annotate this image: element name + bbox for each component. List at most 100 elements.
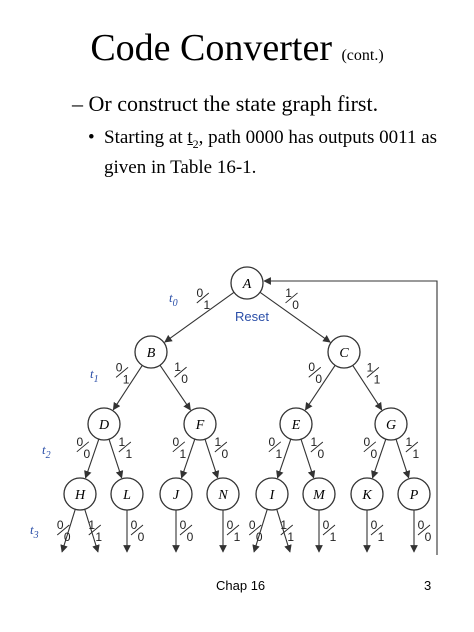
edge-label-G-P-slash (405, 441, 419, 453)
leaf-label-H-1: 11 (88, 518, 102, 544)
edge-D-H (84, 438, 100, 479)
edge-label-C-G-slash (366, 367, 380, 378)
reset-label: Reset (235, 309, 269, 324)
state-label-A: A (242, 277, 252, 292)
leaf-label-I-1-den: 1 (287, 530, 294, 544)
edge-label-B-D-slash (115, 367, 129, 378)
edge-label-F-J-num: 0 (172, 435, 179, 449)
edge-label-B-D-den: 1 (123, 372, 130, 386)
edge-label-A-B-num: 0 (196, 286, 203, 300)
time-label-3: t3 (30, 522, 39, 541)
state-circle-F (183, 407, 217, 441)
state-label-D: D (98, 418, 109, 433)
leaf-label-J-0-den: 0 (187, 530, 194, 544)
leaf-label-H-0-slash (56, 524, 70, 536)
edge-label-E-M: 10 (310, 435, 324, 461)
leaf-label-P-0-num: 0 (418, 518, 425, 532)
leaf-label-L-0-slash (130, 524, 144, 536)
time-label-letter-3: t (30, 522, 34, 537)
edge-label-E-I: 01 (268, 435, 282, 461)
title-sub: (cont.) (341, 47, 384, 64)
leaf-edge-I-1 (276, 509, 292, 553)
state-circle-G (374, 407, 408, 441)
edge-label-B-D-num: 0 (116, 360, 123, 374)
edge-label-D-H-den: 0 (83, 447, 90, 461)
edge-label-D-L: 11 (118, 435, 132, 461)
state-node-A: A (230, 266, 264, 300)
leaf-label-J-0-num: 0 (180, 518, 187, 532)
leaf-label-I-0-num: 0 (249, 518, 256, 532)
time-label-2: t2 (42, 442, 51, 461)
edge-label-G-K-num: 0 (363, 435, 370, 449)
leaf-label-N-0-num: 0 (227, 518, 234, 532)
time-label-sub-0: 0 (173, 298, 178, 309)
edge-label-A-B-slash (196, 292, 210, 304)
leaf-label-M-0-slash (322, 524, 336, 536)
state-label-L: L (122, 488, 131, 503)
footer-page-number: 3 (424, 578, 432, 593)
leaf-label-N-0-slash (226, 524, 240, 536)
edge-C-E (304, 365, 336, 411)
edge-F-N (204, 439, 220, 479)
state-label-N: N (217, 488, 228, 503)
state-circle-J (159, 477, 193, 511)
bullet-level1: – Or construct the state graph first. (72, 91, 379, 116)
state-node-P: P (397, 477, 431, 511)
footer-chapter: Chap 16 (216, 578, 266, 593)
state-label-H: H (74, 488, 86, 503)
reset-return-path (263, 277, 438, 555)
bullet2-pre: Starting at (104, 127, 188, 148)
edge-label-C-G-den: 1 (374, 372, 381, 386)
state-circle-C (327, 335, 361, 369)
edge-label-G-P-den: 1 (412, 447, 419, 461)
edge-G-K (371, 438, 387, 479)
time-label-letter-0: t (169, 290, 173, 305)
edge-label-B-D: 01 (116, 360, 130, 386)
edge-label-D-H-slash (76, 441, 90, 453)
state-circle-A (230, 266, 264, 300)
leaf-label-I-1-num: 1 (280, 518, 287, 532)
leaf-label-H-1-slash (88, 524, 102, 536)
edge-label-A-B-den: 1 (203, 298, 210, 312)
slide-title: Code Converter (cont.) (0, 24, 474, 80)
bullet2-t: t2 (187, 127, 198, 151)
edge-label-F-J: 01 (172, 435, 186, 461)
state-circle-B (134, 335, 168, 369)
state-label-F: F (195, 418, 205, 433)
state-label-B: B (147, 346, 156, 361)
state-circle-N (206, 477, 240, 511)
bullet-level2: • Starting at t2, path 0000 has outputs … (88, 126, 444, 180)
state-node-K: K (350, 477, 384, 511)
edge-label-A-C-num: 1 (285, 286, 292, 300)
leaf-label-L-0-den: 0 (138, 530, 145, 544)
edge-label-D-H-num: 0 (76, 435, 83, 449)
leaf-label-L-0-num: 0 (131, 518, 138, 532)
edge-label-A-C: 10 (285, 286, 299, 312)
edge-E-M (300, 439, 316, 479)
edge-label-E-M-num: 1 (310, 435, 317, 449)
edge-label-E-I-num: 0 (268, 435, 275, 449)
leaf-label-K-0-num: 0 (371, 518, 378, 532)
edge-label-E-M-slash (310, 441, 324, 453)
time-label-1: t1 (90, 366, 99, 385)
state-circle-M (302, 477, 336, 511)
time-label-0: t0 (169, 290, 178, 309)
state-circle-K (350, 477, 384, 511)
edge-B-D (112, 365, 143, 411)
edge-label-F-N-slash (214, 441, 228, 453)
state-node-E: E (279, 407, 313, 441)
edge-label-A-C-slash (285, 292, 298, 304)
state-label-M: M (312, 488, 326, 503)
edge-label-B-F-den: 0 (181, 372, 188, 386)
edge-A-B (164, 291, 235, 343)
edge-C-G (352, 365, 383, 411)
edge-label-E-I-slash (268, 441, 282, 453)
edge-label-G-K-den: 0 (370, 447, 377, 461)
leaf-label-K-0-slash (370, 524, 384, 536)
leaf-edge-H-1 (84, 509, 100, 553)
leaf-label-H-0: 00 (57, 518, 71, 544)
leaf-label-P-0: 00 (418, 518, 432, 544)
edge-label-D-L-num: 1 (118, 435, 125, 449)
time-label-sub-2: 2 (46, 450, 51, 461)
leaf-label-N-0-den: 1 (234, 530, 241, 544)
